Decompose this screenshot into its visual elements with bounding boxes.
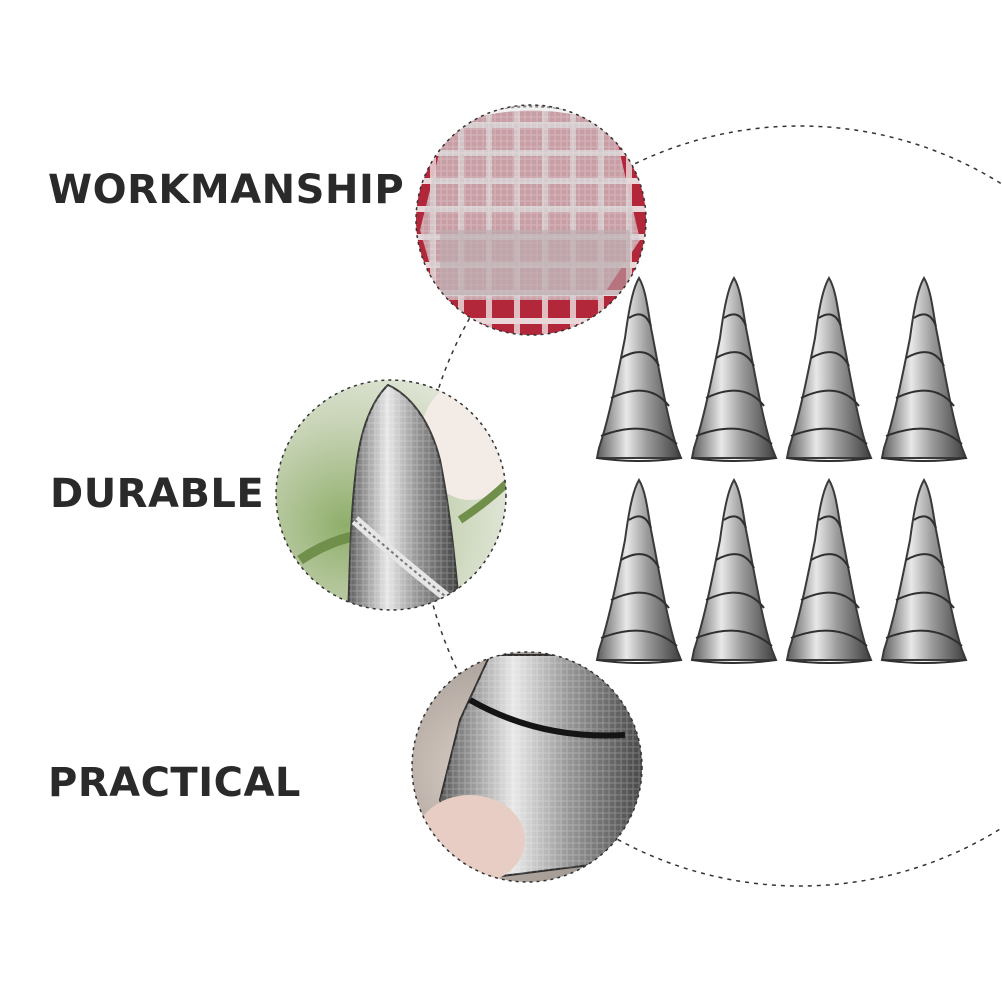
feature-label-workmanship: WORKMANSHIP	[48, 167, 405, 213]
silver-unicorn-horn	[881, 479, 967, 664]
product-grid	[596, 277, 967, 664]
silver-unicorn-horn	[691, 277, 777, 462]
silver-unicorn-horn	[596, 479, 682, 664]
feature-label-practical: PRACTICAL	[48, 760, 301, 806]
silver-unicorn-horn	[881, 277, 967, 462]
fabric-closeup-photo	[415, 104, 647, 336]
silver-unicorn-horn	[786, 277, 872, 462]
horn-elastic-band-closeup-photo	[411, 651, 643, 883]
feature-label-durable: DURABLE	[50, 471, 265, 517]
silver-unicorn-horn	[596, 277, 682, 462]
horn-tip-closeup-photo	[275, 379, 507, 611]
silver-unicorn-horn	[786, 479, 872, 664]
dashed-outline-circle	[419, 125, 1002, 887]
silver-unicorn-horn	[691, 479, 777, 664]
